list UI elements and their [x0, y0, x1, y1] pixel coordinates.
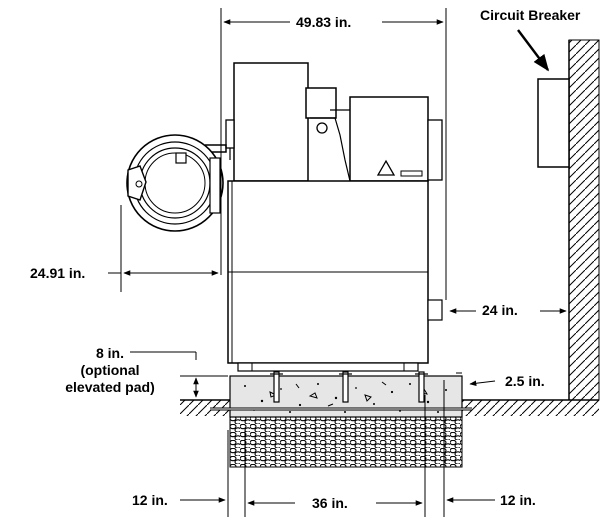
label-plate [400, 170, 423, 177]
circuit-breaker-label: Circuit Breaker [480, 7, 581, 23]
washer-machine [126, 62, 443, 372]
right-margin-label: 12 in. [500, 492, 536, 508]
door-clearance-label: 24.91 in. [30, 265, 86, 281]
wall-clearance-label: 24 in. [482, 302, 518, 318]
warning-triangle-icon [376, 159, 396, 176]
left-margin-label: 12 in. [132, 492, 168, 508]
pad-overhang-label: 2.5 in. [505, 373, 545, 389]
floor [180, 399, 599, 416]
wall [568, 39, 600, 401]
washer-door [126, 134, 227, 232]
circuit-breaker-box [537, 78, 570, 168]
door-clearance-dimension [108, 205, 219, 292]
pad-height-label-line3: elevated pad) [65, 379, 155, 395]
bottom-dimensions [180, 380, 495, 517]
gravel-base [229, 416, 463, 468]
pad-height-label-line2: (optional [80, 362, 140, 378]
concrete-pad [210, 371, 472, 418]
base-width-label: 36 in. [312, 495, 348, 511]
pad-overhang-dimension [456, 372, 496, 396]
circuit-breaker-arrow [517, 29, 550, 72]
pad-height-dimension [130, 351, 228, 398]
top-width-label: 49.83 in. [296, 14, 352, 30]
top-width-dimension [220, 8, 447, 300]
pad-height-label-line1: 8 in. [95, 345, 124, 361]
